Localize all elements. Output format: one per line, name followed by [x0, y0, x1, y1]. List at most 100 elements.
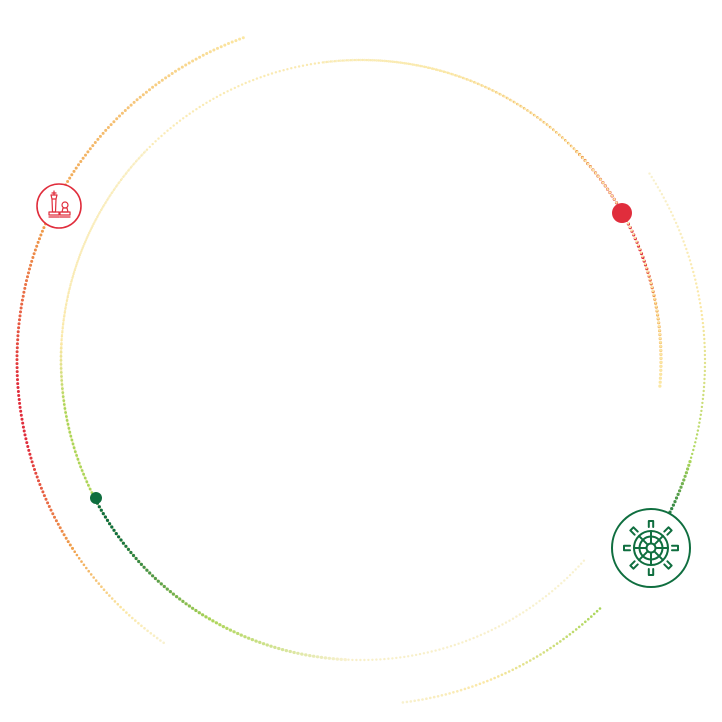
arc-dot	[413, 699, 417, 703]
arc-dot	[608, 191, 612, 194]
arc-dot	[347, 59, 350, 62]
arc-dot	[628, 225, 632, 229]
arc-dot	[53, 515, 56, 519]
arc-dot	[156, 579, 160, 583]
arc-dot	[72, 446, 76, 450]
arc-dot	[110, 525, 114, 529]
arc-dot	[395, 656, 398, 660]
arc-dot	[371, 658, 374, 661]
arc-dot	[471, 685, 474, 688]
arc-dot	[313, 62, 317, 65]
arc-dot	[15, 370, 19, 374]
arc-dot	[126, 106, 130, 110]
arc-dot	[490, 628, 493, 632]
arc-dot	[16, 378, 19, 382]
arc-dot	[339, 657, 343, 662]
arc-dot	[60, 379, 64, 382]
arc-dot	[86, 150, 90, 154]
arc-dot	[81, 246, 85, 249]
arc-dot	[414, 653, 418, 657]
arc-dot	[421, 698, 424, 701]
arc-dot	[205, 52, 209, 55]
arc-dot	[551, 590, 554, 593]
arc-dot	[652, 293, 655, 296]
arc-dot	[528, 659, 532, 662]
arc-dot	[80, 248, 84, 251]
arc-dot	[105, 591, 108, 594]
arc-dot	[422, 652, 426, 655]
arc-dot	[560, 582, 563, 585]
arc-dot	[633, 236, 637, 240]
arc-dot	[23, 286, 27, 290]
arc-dot	[270, 72, 274, 75]
arc-dot	[65, 419, 69, 422]
arc-dot	[647, 274, 650, 277]
arc-dot	[685, 247, 688, 251]
arc-dot	[656, 313, 659, 316]
arc-dot	[31, 256, 35, 259]
arc-dot	[66, 295, 69, 299]
arc-dot	[300, 652, 304, 656]
arc-dot	[38, 237, 41, 241]
arc-dot	[59, 363, 63, 366]
arc-dot	[568, 633, 572, 636]
arc-dot	[229, 88, 233, 91]
arc-dot	[500, 673, 504, 677]
arc-dot	[426, 651, 429, 654]
arc-dot	[170, 72, 174, 75]
arc-dot	[38, 483, 42, 486]
arc-dot	[613, 198, 616, 201]
arc-dot	[82, 472, 85, 476]
arc-dot	[459, 688, 463, 692]
arc-dot	[71, 442, 75, 446]
arc-dot	[125, 171, 128, 174]
arc-dot	[62, 319, 65, 322]
arc-dot	[511, 668, 514, 672]
arc-dot	[401, 701, 405, 704]
arc-dot	[644, 262, 647, 266]
arc-dot	[61, 387, 64, 390]
arc-dot	[317, 61, 320, 65]
arc-dot	[601, 181, 605, 184]
arc-dot	[489, 678, 493, 681]
arc-dot	[102, 588, 106, 591]
arc-dot	[472, 636, 475, 640]
arc-dot	[104, 128, 108, 132]
arc-dot	[687, 463, 691, 467]
arc-dot	[159, 639, 162, 642]
arc-dot	[703, 369, 707, 373]
arc-dot	[87, 233, 90, 237]
green-marker-dot	[90, 492, 102, 504]
arc-dot	[671, 503, 676, 507]
arc-dot	[15, 362, 19, 366]
arc-dot	[377, 59, 380, 62]
arc-dot	[387, 60, 391, 63]
arc-dot	[571, 630, 575, 634]
arc-dot	[379, 59, 382, 62]
arc-dot	[80, 469, 84, 472]
arc-dot	[510, 99, 513, 102]
arc-dot	[383, 657, 386, 661]
arc-dot	[702, 329, 705, 333]
arc-dot	[59, 355, 63, 358]
arc-dot	[59, 367, 63, 370]
arc-dot	[506, 97, 510, 100]
arc-dot	[599, 178, 602, 181]
arc-dot	[114, 532, 118, 536]
arc-dot	[562, 637, 565, 641]
arc-dot	[87, 569, 90, 573]
arc-dot	[527, 109, 530, 113]
arc-dot	[25, 441, 29, 445]
arc-dot	[131, 553, 136, 558]
arc-dot	[54, 519, 58, 523]
arc-dot	[487, 630, 490, 633]
arc-dot	[695, 282, 698, 285]
arc-dot	[205, 101, 208, 105]
arc-dot	[144, 150, 147, 153]
arc-dot	[343, 59, 346, 62]
arc-dot	[157, 137, 160, 140]
arc-dot	[211, 619, 215, 623]
arc-dot	[20, 302, 24, 306]
arc-dot	[71, 276, 74, 279]
arc-dot	[533, 114, 537, 117]
